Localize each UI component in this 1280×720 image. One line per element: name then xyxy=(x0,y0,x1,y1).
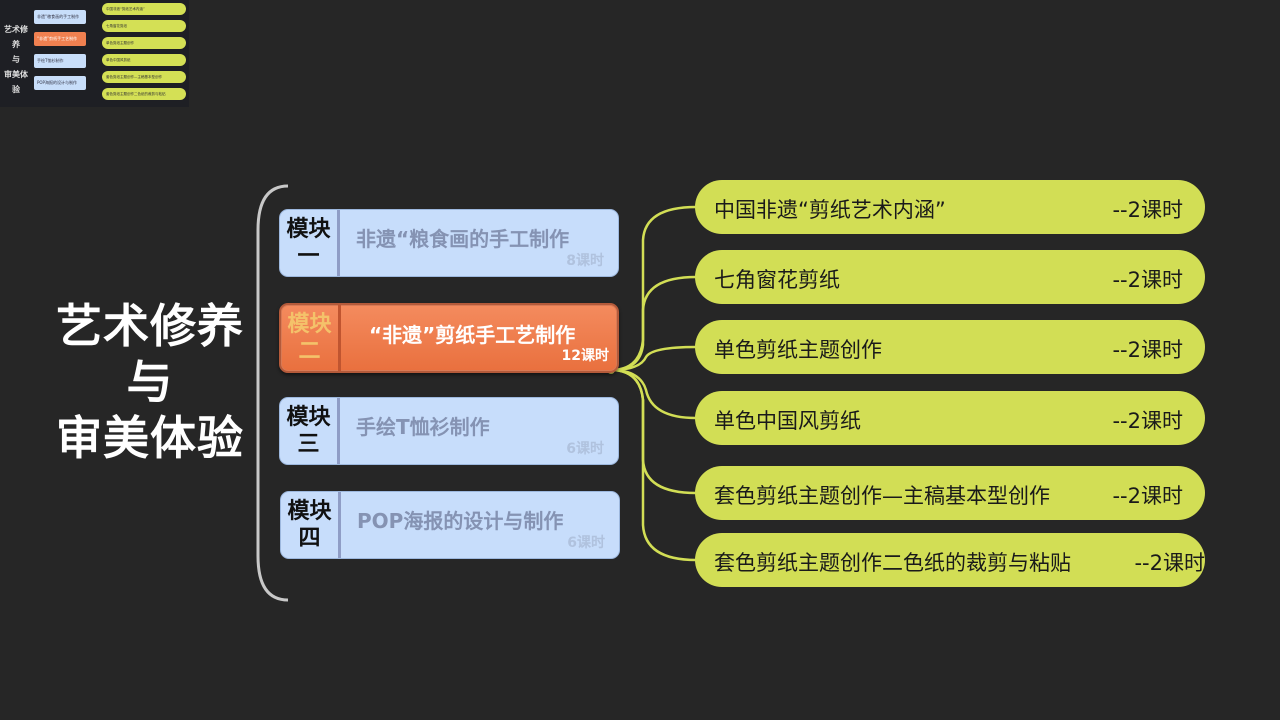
module-label: 模块三 xyxy=(280,398,340,464)
module-label: 模块二 xyxy=(281,305,341,371)
lesson-branches xyxy=(610,205,697,562)
module-label: 模块一 xyxy=(280,210,340,276)
module-name: “非遗”剪纸手工艺制作 xyxy=(369,323,576,347)
module-hours: 6课时 xyxy=(566,441,604,457)
module-hours: 8课时 xyxy=(566,253,604,269)
branch-line xyxy=(610,275,697,372)
lesson-pill-4[interactable]: 单色中国风剪纸 --2课时 xyxy=(695,391,1205,445)
thumbnail-module: 非遗“粮食画的手工制作 xyxy=(34,10,86,24)
lesson-hours: --2课时 xyxy=(1112,198,1183,222)
slide-thumbnail[interactable]: 艺术修养 与 审美体验 非遗“粮食画的手工制作 “非遗”剪纸手工艺制作 手绘T恤… xyxy=(0,0,189,107)
module-name: 非遗“粮食画的手工制作 xyxy=(356,227,570,251)
lesson-pill-5[interactable]: 套色剪纸主题创作—主稿基本型创作 --2课时 xyxy=(695,466,1205,520)
thumbnail-lesson: 套色剪纸主题创作二色纸的裁剪与粘贴 xyxy=(102,88,186,100)
module-name: 手绘T恤衫制作 xyxy=(356,415,490,439)
lesson-hours: --2课时 xyxy=(1112,484,1183,508)
thumbnail-lesson: 套色剪纸主题创作—主稿基本型创作 xyxy=(102,71,186,83)
module-card-1[interactable]: 模块一 非遗“粮食画的手工制作 8课时 xyxy=(279,209,619,277)
lesson-name: 套色剪纸主题创作—主稿基本型创作 xyxy=(714,484,1050,508)
thumbnail-lesson: 七角窗花剪纸 xyxy=(102,20,186,32)
lesson-pill-1[interactable]: 中国非遗“剪纸艺术内涵” --2课时 xyxy=(695,180,1205,234)
title-line: 与 xyxy=(126,355,174,409)
module-hours: 12课时 xyxy=(561,348,609,364)
lesson-hours: --2课时 xyxy=(1112,268,1183,292)
module-hours: 6课时 xyxy=(567,535,605,551)
thumbnail-module: “非遗”剪纸手工艺制作 xyxy=(34,32,86,46)
branch-line xyxy=(610,368,697,420)
lesson-name: 单色剪纸主题创作 xyxy=(714,338,882,362)
branch-line xyxy=(610,368,697,495)
thumbnail-lesson: 单色中国风剪纸 xyxy=(102,54,186,66)
module-bracket xyxy=(256,184,289,602)
thumbnail-lesson: 单色剪纸主题创作 xyxy=(102,37,186,49)
lesson-pill-3[interactable]: 单色剪纸主题创作 --2课时 xyxy=(695,320,1205,374)
lesson-pill-2[interactable]: 七角窗花剪纸 --2课时 xyxy=(695,250,1205,304)
thumbnail-title: 艺术修养 与 审美体验 xyxy=(4,25,28,94)
lesson-hours: --2课时 xyxy=(1112,338,1183,362)
lesson-hours: --2课时 xyxy=(1112,409,1183,433)
lesson-name: 七角窗花剪纸 xyxy=(714,268,840,292)
thumbnail-module: 手绘T恤衫制作 xyxy=(34,54,86,68)
branch-line xyxy=(610,345,697,372)
lesson-pill-6[interactable]: 套色剪纸主题创作二色纸的裁剪与粘贴 --2课时 xyxy=(695,533,1205,587)
lesson-hours: --2课时 xyxy=(1134,551,1205,575)
module-card-4[interactable]: 模块四 POP海报的设计与制作 6课时 xyxy=(280,491,620,559)
lesson-name: 套色剪纸主题创作二色纸的裁剪与粘贴 xyxy=(714,551,1071,575)
thumbnail-lesson: 中国非遗“剪纸艺术内涵” xyxy=(102,3,186,15)
module-label: 模块四 xyxy=(281,492,341,558)
module-card-3[interactable]: 模块三 手绘T恤衫制作 6课时 xyxy=(279,397,619,465)
title-line: 艺术修养 xyxy=(56,299,244,353)
thumbnail-module: POP海报的设计与制作 xyxy=(34,76,86,90)
title-line: 审美体验 xyxy=(56,411,244,465)
branch-line xyxy=(610,368,697,562)
lesson-name: 中国非遗“剪纸艺术内涵” xyxy=(714,198,946,222)
module-name: POP海报的设计与制作 xyxy=(357,509,564,533)
lesson-name: 单色中国风剪纸 xyxy=(714,409,861,433)
module-card-2[interactable]: 模块二 “非遗”剪纸手工艺制作 12课时 xyxy=(279,303,619,373)
main-title: 艺术修养 与 审美体验 xyxy=(50,298,250,466)
